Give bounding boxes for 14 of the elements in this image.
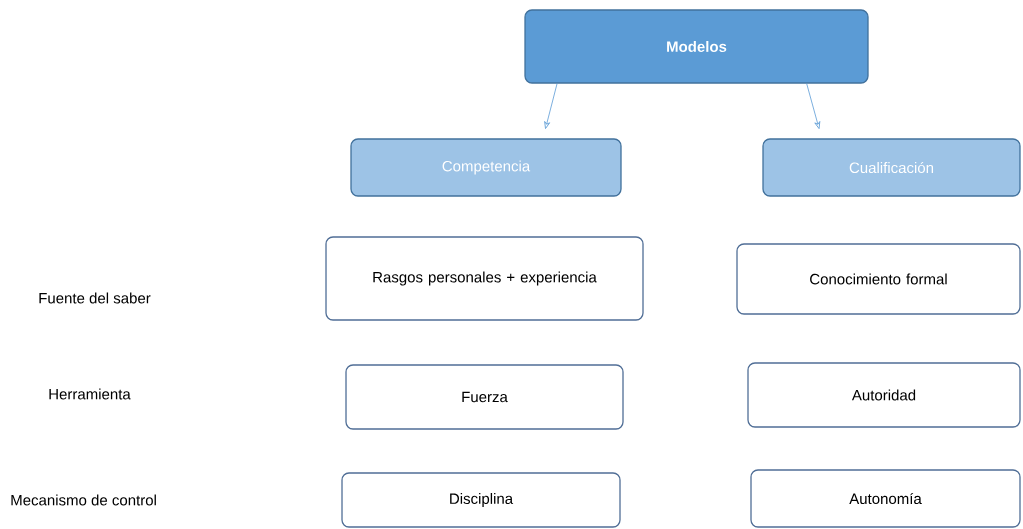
row-label: Fuente del saber [39, 292, 151, 304]
text-box: Autonomía [750, 469, 1021, 528]
text-box: Disciplina [341, 472, 621, 528]
category-box: Competencia [350, 138, 622, 197]
row-label: Mecanismo de control [11, 494, 156, 506]
text-box: Rasgos personales + experiencia [325, 236, 644, 321]
text-box: Autoridad [747, 362, 1021, 428]
text-box: Conocimiento formal [736, 243, 1021, 315]
text-box: Fuerza [345, 364, 624, 430]
category-box: Cualificación [762, 138, 1021, 197]
arrow [544, 83, 558, 129]
row-label: Herramienta [49, 388, 131, 400]
arrow [806, 83, 821, 129]
title-box: Modelos [524, 9, 869, 84]
